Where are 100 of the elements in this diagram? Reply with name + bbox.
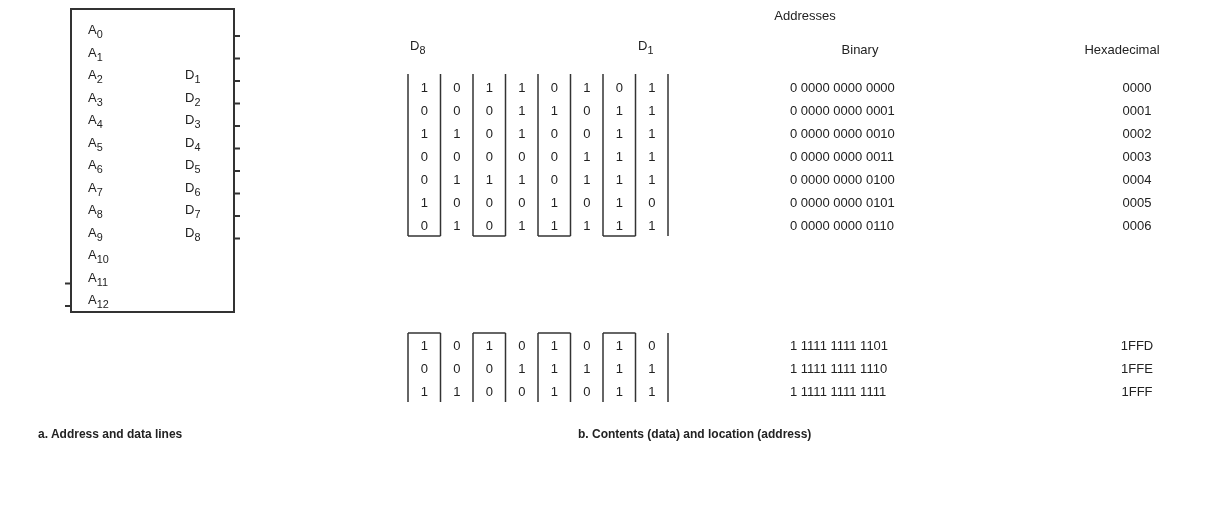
binary-address: 1 1111 1111 1101 <box>790 338 889 354</box>
bit-value: 0 <box>583 126 591 142</box>
binary-address: 0 0000 0000 0011 <box>790 149 894 165</box>
hex-address: 1FFF <box>1121 384 1153 400</box>
bit-value: 0 <box>550 80 558 96</box>
data-pin-label: D$_{1}$ <box>185 67 201 87</box>
column-heading: Addresses <box>774 8 836 24</box>
bit-value: 0 <box>453 149 461 165</box>
bit-value: 1 <box>420 195 428 211</box>
address-pin-label: A$_{11}$ <box>88 269 108 290</box>
bit-value: 0 <box>485 361 493 377</box>
bit-value: 0 <box>518 149 526 165</box>
address-pin-label: A$_{12}$ <box>88 292 109 312</box>
bit-value: 1 <box>453 126 461 142</box>
data-pin-label: D$_{7}$ <box>185 202 201 222</box>
bit-value: 0 <box>453 195 461 211</box>
bit-value: 1 <box>550 384 558 400</box>
bit-value: 1 <box>615 172 623 188</box>
bit-value: 1 <box>485 80 493 96</box>
bit-value: 0 <box>648 338 656 354</box>
bit-value: 0 <box>518 384 526 400</box>
bit-value: 1 <box>583 149 591 165</box>
bit-value: 1 <box>583 218 591 234</box>
bit-value: 0 <box>420 103 428 119</box>
bit-value: 1 <box>420 126 428 142</box>
bit-value: 0 <box>583 384 591 400</box>
bit-value: 1 <box>648 149 656 165</box>
bit-value: 1 <box>518 103 526 119</box>
bit-value: 0 <box>420 149 428 165</box>
address-pin-label: A$_{2}$ <box>88 67 103 87</box>
bit-value: 1 <box>615 218 623 234</box>
bit-value: 1 <box>518 126 526 142</box>
bit-value: 0 <box>453 103 461 119</box>
bit-value: 0 <box>485 126 493 142</box>
memory-chip-box <box>70 8 235 313</box>
bit-value: 1 <box>583 361 591 377</box>
bit-value: 1 <box>615 338 623 354</box>
bit-value: 0 <box>485 384 493 400</box>
column-heading: Binary <box>841 42 879 58</box>
bit-value: 1 <box>615 126 623 142</box>
bit-value: 0 <box>648 195 656 211</box>
binary-address: 1 1111 1111 1111 <box>790 384 887 400</box>
binary-address: 0 0000 0000 0100 <box>790 172 895 188</box>
bit-value: 1 <box>648 384 656 400</box>
hex-address: 0005 <box>1122 195 1152 211</box>
data-pin-label: D$_{5}$ <box>185 157 201 177</box>
bit-value: 0 <box>518 338 526 354</box>
address-pin-label: A$_{8}$ <box>88 202 103 222</box>
hex-address: 0002 <box>1122 126 1152 142</box>
bit-value: 1 <box>648 126 656 142</box>
bit-value: 1 <box>453 172 461 188</box>
bit-value: 0 <box>420 172 428 188</box>
hex-address: 0001 <box>1122 103 1152 119</box>
bit-value: 1 <box>518 218 526 234</box>
bit-value: 1 <box>485 172 493 188</box>
bit-value: 0 <box>583 338 591 354</box>
bit-value: 0 <box>453 361 461 377</box>
data-pin-label: D$_{4}$ <box>185 134 201 155</box>
bit-value: 1 <box>550 218 558 234</box>
bit-value: 1 <box>583 80 591 96</box>
bit-value: 0 <box>485 195 493 211</box>
bit-value: 1 <box>420 338 428 354</box>
bit-value: 1 <box>615 103 623 119</box>
bit-value: 1 <box>453 384 461 400</box>
bit-value: 0 <box>485 103 493 119</box>
bit-value: 1 <box>648 103 656 119</box>
address-pin-label: A$_{9}$ <box>88 224 103 245</box>
hex-address: 0006 <box>1122 218 1152 234</box>
bit-value: 0 <box>550 126 558 142</box>
bit-value: 1 <box>648 80 656 96</box>
address-pin-label: A$_{1}$ <box>88 44 103 65</box>
binary-address: 1 1111 1111 1110 <box>790 361 888 377</box>
bit-value: 0 <box>420 218 428 234</box>
bit-value: 1 <box>550 103 558 119</box>
bit-value: 1 <box>615 384 623 400</box>
bit-value: 1 <box>648 172 656 188</box>
bit-value: 1 <box>550 361 558 377</box>
bit-value: 1 <box>453 218 461 234</box>
bit-value: 1 <box>550 338 558 354</box>
address-pin-label: A$_{4}$ <box>88 112 103 132</box>
bit-value: 1 <box>518 361 526 377</box>
binary-address: 0 0000 0000 0101 <box>790 195 895 211</box>
bit-value: 1 <box>420 384 428 400</box>
figure-caption: a. Address and data lines <box>38 426 183 442</box>
bit-value: 0 <box>453 338 461 354</box>
data-pin-label: D$_{3}$ <box>185 112 201 132</box>
binary-address: 0 0000 0000 0001 <box>790 103 895 119</box>
bit-value: 1 <box>648 361 656 377</box>
address-pin-label: A$_{3}$ <box>88 89 103 110</box>
bit-value: 1 <box>583 172 591 188</box>
bit-value: 1 <box>518 80 526 96</box>
bit-value: 0 <box>518 195 526 211</box>
column-heading: D$_{1}$ <box>638 38 654 58</box>
address-pin-label: A$_{6}$ <box>88 157 103 177</box>
bit-value: 1 <box>615 195 623 211</box>
bit-value: 1 <box>518 172 526 188</box>
bit-value: 1 <box>648 218 656 234</box>
bit-value: 0 <box>453 80 461 96</box>
figure-caption: b. Contents (data) and location (address) <box>578 426 812 442</box>
bit-value: 0 <box>583 195 591 211</box>
